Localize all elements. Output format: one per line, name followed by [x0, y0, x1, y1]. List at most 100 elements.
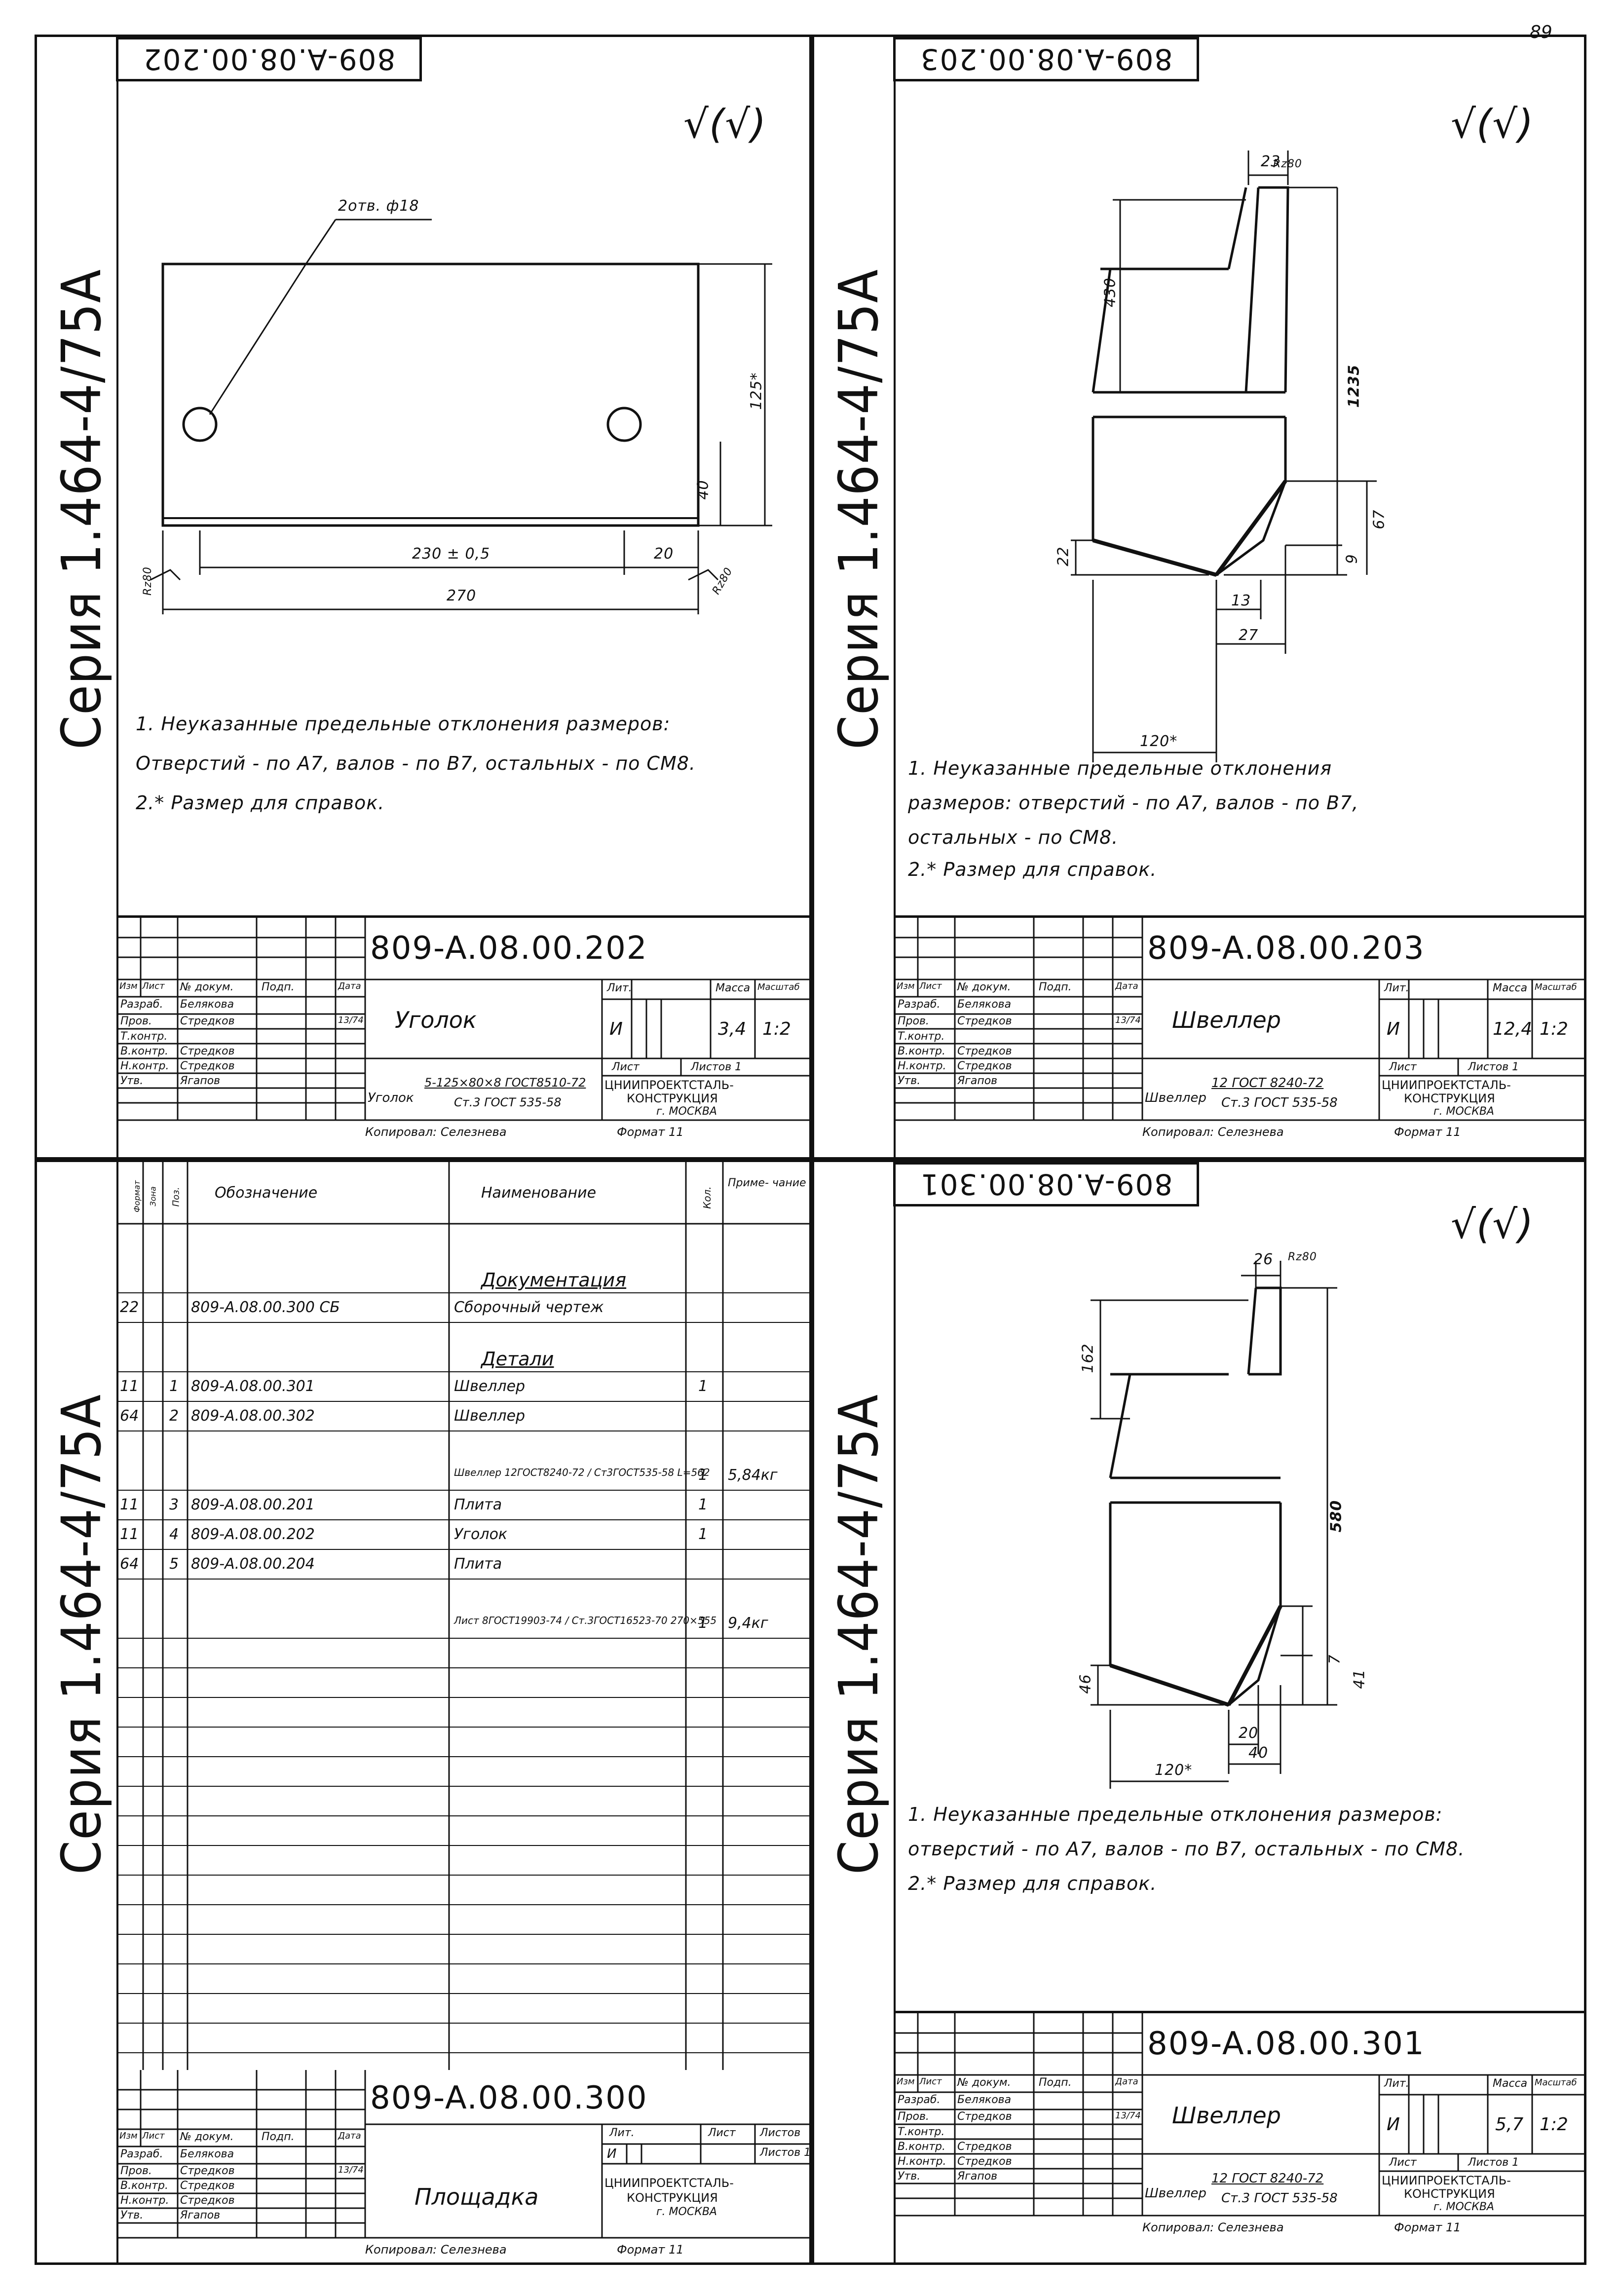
drawing-202	[150, 219, 772, 614]
spec-designation: 809-А.08.00.201	[191, 1496, 315, 1513]
note-3: 2.* Размер для справок.	[136, 792, 385, 814]
spec-qty: 1	[698, 1467, 708, 1484]
tb-massa-h: Масса	[716, 982, 751, 994]
tb-part-name: Швеллер	[1172, 2102, 1281, 2129]
sheet-300: Серия 1.464-4/75А Формат Зона Поз. Обозн…	[35, 1160, 814, 2265]
dim-22: 22	[1055, 546, 1072, 566]
tb-vkontr-name: Стредков	[957, 2141, 1012, 2153]
tb-nkontr: Н.контр.	[898, 2155, 946, 2168]
tb-mat-prefix: Швеллер	[1145, 2186, 1206, 2201]
spec-format: 22	[120, 1299, 139, 1316]
tb-razrab-name: Белякова	[180, 998, 234, 1011]
title-block-grid	[896, 2013, 1584, 2217]
tb-ndoc: № докум.	[180, 2131, 234, 2143]
tb-lit-h: Лит.	[1384, 982, 1409, 994]
tb-lit: И	[607, 2146, 617, 2161]
spec-format: 11	[120, 1496, 139, 1513]
side-strip: Серия 1.464-4/75А	[814, 37, 896, 1157]
roughness-mark: √(√)	[1451, 1202, 1534, 1247]
format-label: Формат 11	[1394, 2221, 1461, 2234]
tb-lit: И	[1387, 1019, 1400, 1039]
title-block: 809-A.08.00.300 Изм Лист № докум. Подп. …	[118, 2070, 811, 2262]
spec-format: 64	[120, 1407, 139, 1425]
tb-nkontr: Н.контр.	[120, 2194, 169, 2207]
spec-designation: 809-А.08.00.302	[191, 1407, 315, 1425]
tb-date: 13/74	[1115, 1015, 1141, 1025]
copied-by: Копировал: Селезнева	[365, 2243, 507, 2257]
note-2: размеров: отверстий - по А7, валов - по …	[908, 792, 1359, 814]
tb-code: 809-A.08.00.300	[370, 2080, 648, 2116]
tb-org1: ЦНИИПРОЕКТСТАЛЬ-	[604, 1078, 734, 1092]
tb-list: Лист	[142, 981, 165, 991]
title-block: 809-A.08.00.301 Изм Лист № докум. Подп. …	[896, 2011, 1584, 2260]
tb-podp: Подп.	[1039, 2076, 1072, 2089]
note-2: отверстий - по А7, валов - по В7, осталь…	[908, 1838, 1465, 1860]
copied-by: Копировал: Селезнева	[1142, 1125, 1284, 1139]
sheet-301: Серия 1.464-4/75А 809-A.08.00.301 √(√)	[812, 1160, 1586, 2265]
tb-izm: Изм	[897, 2076, 915, 2087]
spec-h-note: Приме- чание	[728, 1177, 806, 1189]
tb-utv-name: Ягапов	[180, 1075, 221, 1087]
spec-name: Детали	[481, 1348, 554, 1370]
spec-h-zone: Зона	[148, 1186, 158, 1206]
tb-code: 809-A.08.00.301	[1147, 2026, 1425, 2062]
tb-sheets: Листов 1	[691, 1061, 742, 1073]
spec-format: 64	[120, 1555, 139, 1573]
sheet-202: Серия 1.464-4/75А 809-A.08.00.202 √(√) 2…	[35, 35, 812, 1160]
dim-holes: 2отв. ф18	[338, 197, 419, 215]
spec-grid	[118, 1162, 814, 2070]
tb-mass: 5,7	[1495, 2114, 1524, 2135]
tb-sheet: Лист	[612, 1061, 640, 1073]
dim-27: 27	[1239, 627, 1259, 644]
dim-13: 13	[1231, 592, 1251, 609]
dim-430: 430	[1101, 277, 1119, 307]
spec-name: Швеллер 12ГОСТ8240-72 / Ст3ГОСТ535-58 L=…	[454, 1467, 710, 1478]
spec-name: Лист 8ГОСТ19903-74 / Ст.3ГОСТ16523-70 27…	[454, 1615, 717, 1626]
tb-data: Дата	[338, 981, 361, 991]
spec-qty: 1	[698, 1378, 708, 1395]
dim-40: 40	[694, 480, 712, 500]
tb-utv: Утв.	[120, 1075, 144, 1087]
tb-mat-prefix: Уголок	[368, 1091, 414, 1105]
note-1: 1. Неуказанные предельные отклонения раз…	[136, 713, 671, 735]
tb-org3: г. МОСКВА	[1433, 2201, 1494, 2213]
tb-mat-bottom: Ст.3 ГОСТ 535-58	[1221, 1095, 1338, 1110]
tb-razrab: Разраб.	[898, 2094, 941, 2106]
tb-sheet: Лист	[1389, 1061, 1417, 1073]
spec-h-pos: Поз.	[171, 1187, 182, 1207]
tb-part-name: Уголок	[395, 1007, 477, 1033]
tb-tkontr: Т.контр.	[120, 1030, 168, 1043]
dim-120: 120*	[1155, 1762, 1193, 1779]
tb-org3: г. МОСКВА	[1433, 1105, 1494, 1118]
tb-razrab-name: Белякова	[957, 2094, 1012, 2106]
tb-mat-top: 5-125×80×8 ГОСТ8510-72	[424, 1076, 586, 1090]
tb-prov-name: Стредков	[957, 2110, 1012, 2123]
tb-mat-top: 12 ГОСТ 8240-72	[1211, 1076, 1324, 1091]
tb-utv: Утв.	[120, 2209, 144, 2221]
spec-format: 11	[120, 1378, 139, 1395]
dim-40: 40	[1248, 1744, 1269, 1762]
tb-massa-h: Масса	[1493, 982, 1528, 994]
tb-podp: Подп.	[262, 2131, 295, 2143]
tb-nkontr: Н.контр.	[120, 1060, 169, 1072]
tb-izm: Изм	[119, 2131, 138, 2141]
tb-code: 809-A.08.00.203	[1147, 930, 1425, 967]
tb-lit-h: Лит.	[609, 2127, 635, 2139]
dim-20: 20	[1239, 1725, 1259, 1742]
spec-designation: 809-А.08.00.204	[191, 1555, 315, 1573]
tb-vkontr: В.контр.	[120, 1045, 168, 1057]
format-label: Формат 11	[1394, 1125, 1461, 1139]
tb-lit: И	[1387, 2114, 1400, 2135]
spec-format: 11	[120, 1526, 139, 1543]
tb-sheets: Листов 1	[1468, 2156, 1519, 2169]
rz-301: Rz80	[1288, 1251, 1317, 1263]
tb-scale: 1:2	[1540, 2114, 1568, 2135]
tb-org2: КОНСТРУКЦИЯ	[1404, 1092, 1495, 1105]
tb-list: Лист	[919, 2076, 942, 2087]
spec-qty: 1	[698, 1615, 708, 1632]
dim-41: 41	[1351, 1669, 1368, 1689]
tb-tkontr: Т.контр.	[898, 2126, 945, 2138]
dim-26: 26	[1253, 1251, 1274, 1268]
tb-prov: Пров.	[120, 2165, 152, 2177]
tb-prov-name: Стредков	[180, 2165, 235, 2177]
